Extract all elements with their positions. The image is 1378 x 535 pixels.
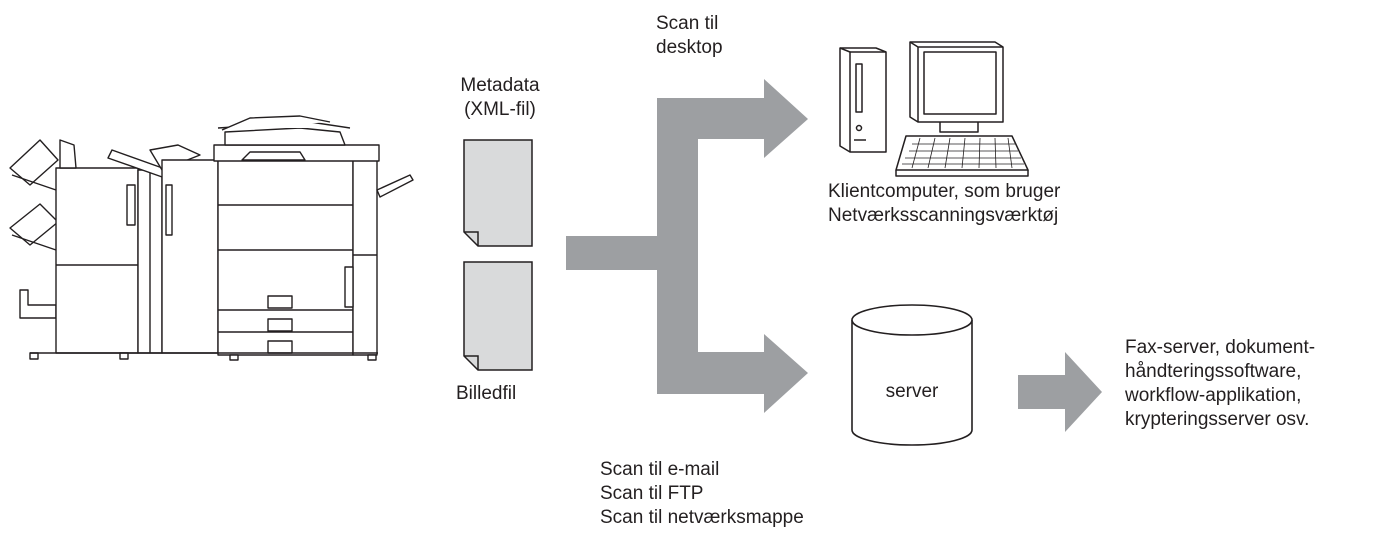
metadata-label-line: Metadata bbox=[460, 75, 540, 96]
scan-to-desktop-label: Scan til desktop bbox=[656, 12, 723, 60]
desktop-computer-icon bbox=[839, 41, 1029, 177]
server-label: server bbox=[852, 380, 972, 404]
applications-label: Fax-server, dokument- håndteringssoftwar… bbox=[1125, 336, 1315, 432]
branch-arrow-icon bbox=[566, 79, 808, 413]
mfp-printer-icon bbox=[9, 115, 414, 361]
scan-to-server-label: Scan til e-mail Scan til FTP Scan til ne… bbox=[600, 458, 804, 530]
metadata-label: Metadata (XML-fil) bbox=[440, 74, 560, 122]
image-file-label-text: Billedfil bbox=[456, 383, 517, 404]
applications-line: krypteringsserver osv. bbox=[1125, 409, 1310, 430]
client-computer-line: Netværksscanningsværktøj bbox=[828, 205, 1059, 226]
scan-to-desktop-line: desktop bbox=[656, 37, 723, 58]
scan-to-server-line: Scan til netværksmappe bbox=[600, 507, 804, 528]
scan-to-server-line: Scan til e-mail bbox=[600, 459, 720, 480]
document-icon bbox=[463, 261, 533, 371]
metadata-label-line: (XML-fil) bbox=[464, 99, 536, 120]
image-file-label: Billedfil bbox=[456, 382, 516, 406]
scan-to-server-line: Scan til FTP bbox=[600, 483, 704, 504]
arrow-icon bbox=[1018, 352, 1102, 432]
applications-line: workflow-applikation, bbox=[1125, 385, 1302, 406]
client-computer-line: Klientcomputer, som bruger bbox=[828, 181, 1061, 202]
document-icon bbox=[463, 139, 533, 247]
scan-to-desktop-line: Scan til bbox=[656, 13, 719, 34]
applications-line: håndteringssoftware, bbox=[1125, 361, 1302, 382]
server-label-text: server bbox=[885, 381, 939, 402]
database-cylinder-icon bbox=[851, 304, 973, 446]
client-computer-label: Klientcomputer, som bruger Netværksscann… bbox=[828, 180, 1060, 228]
applications-line: Fax-server, dokument- bbox=[1125, 337, 1316, 358]
